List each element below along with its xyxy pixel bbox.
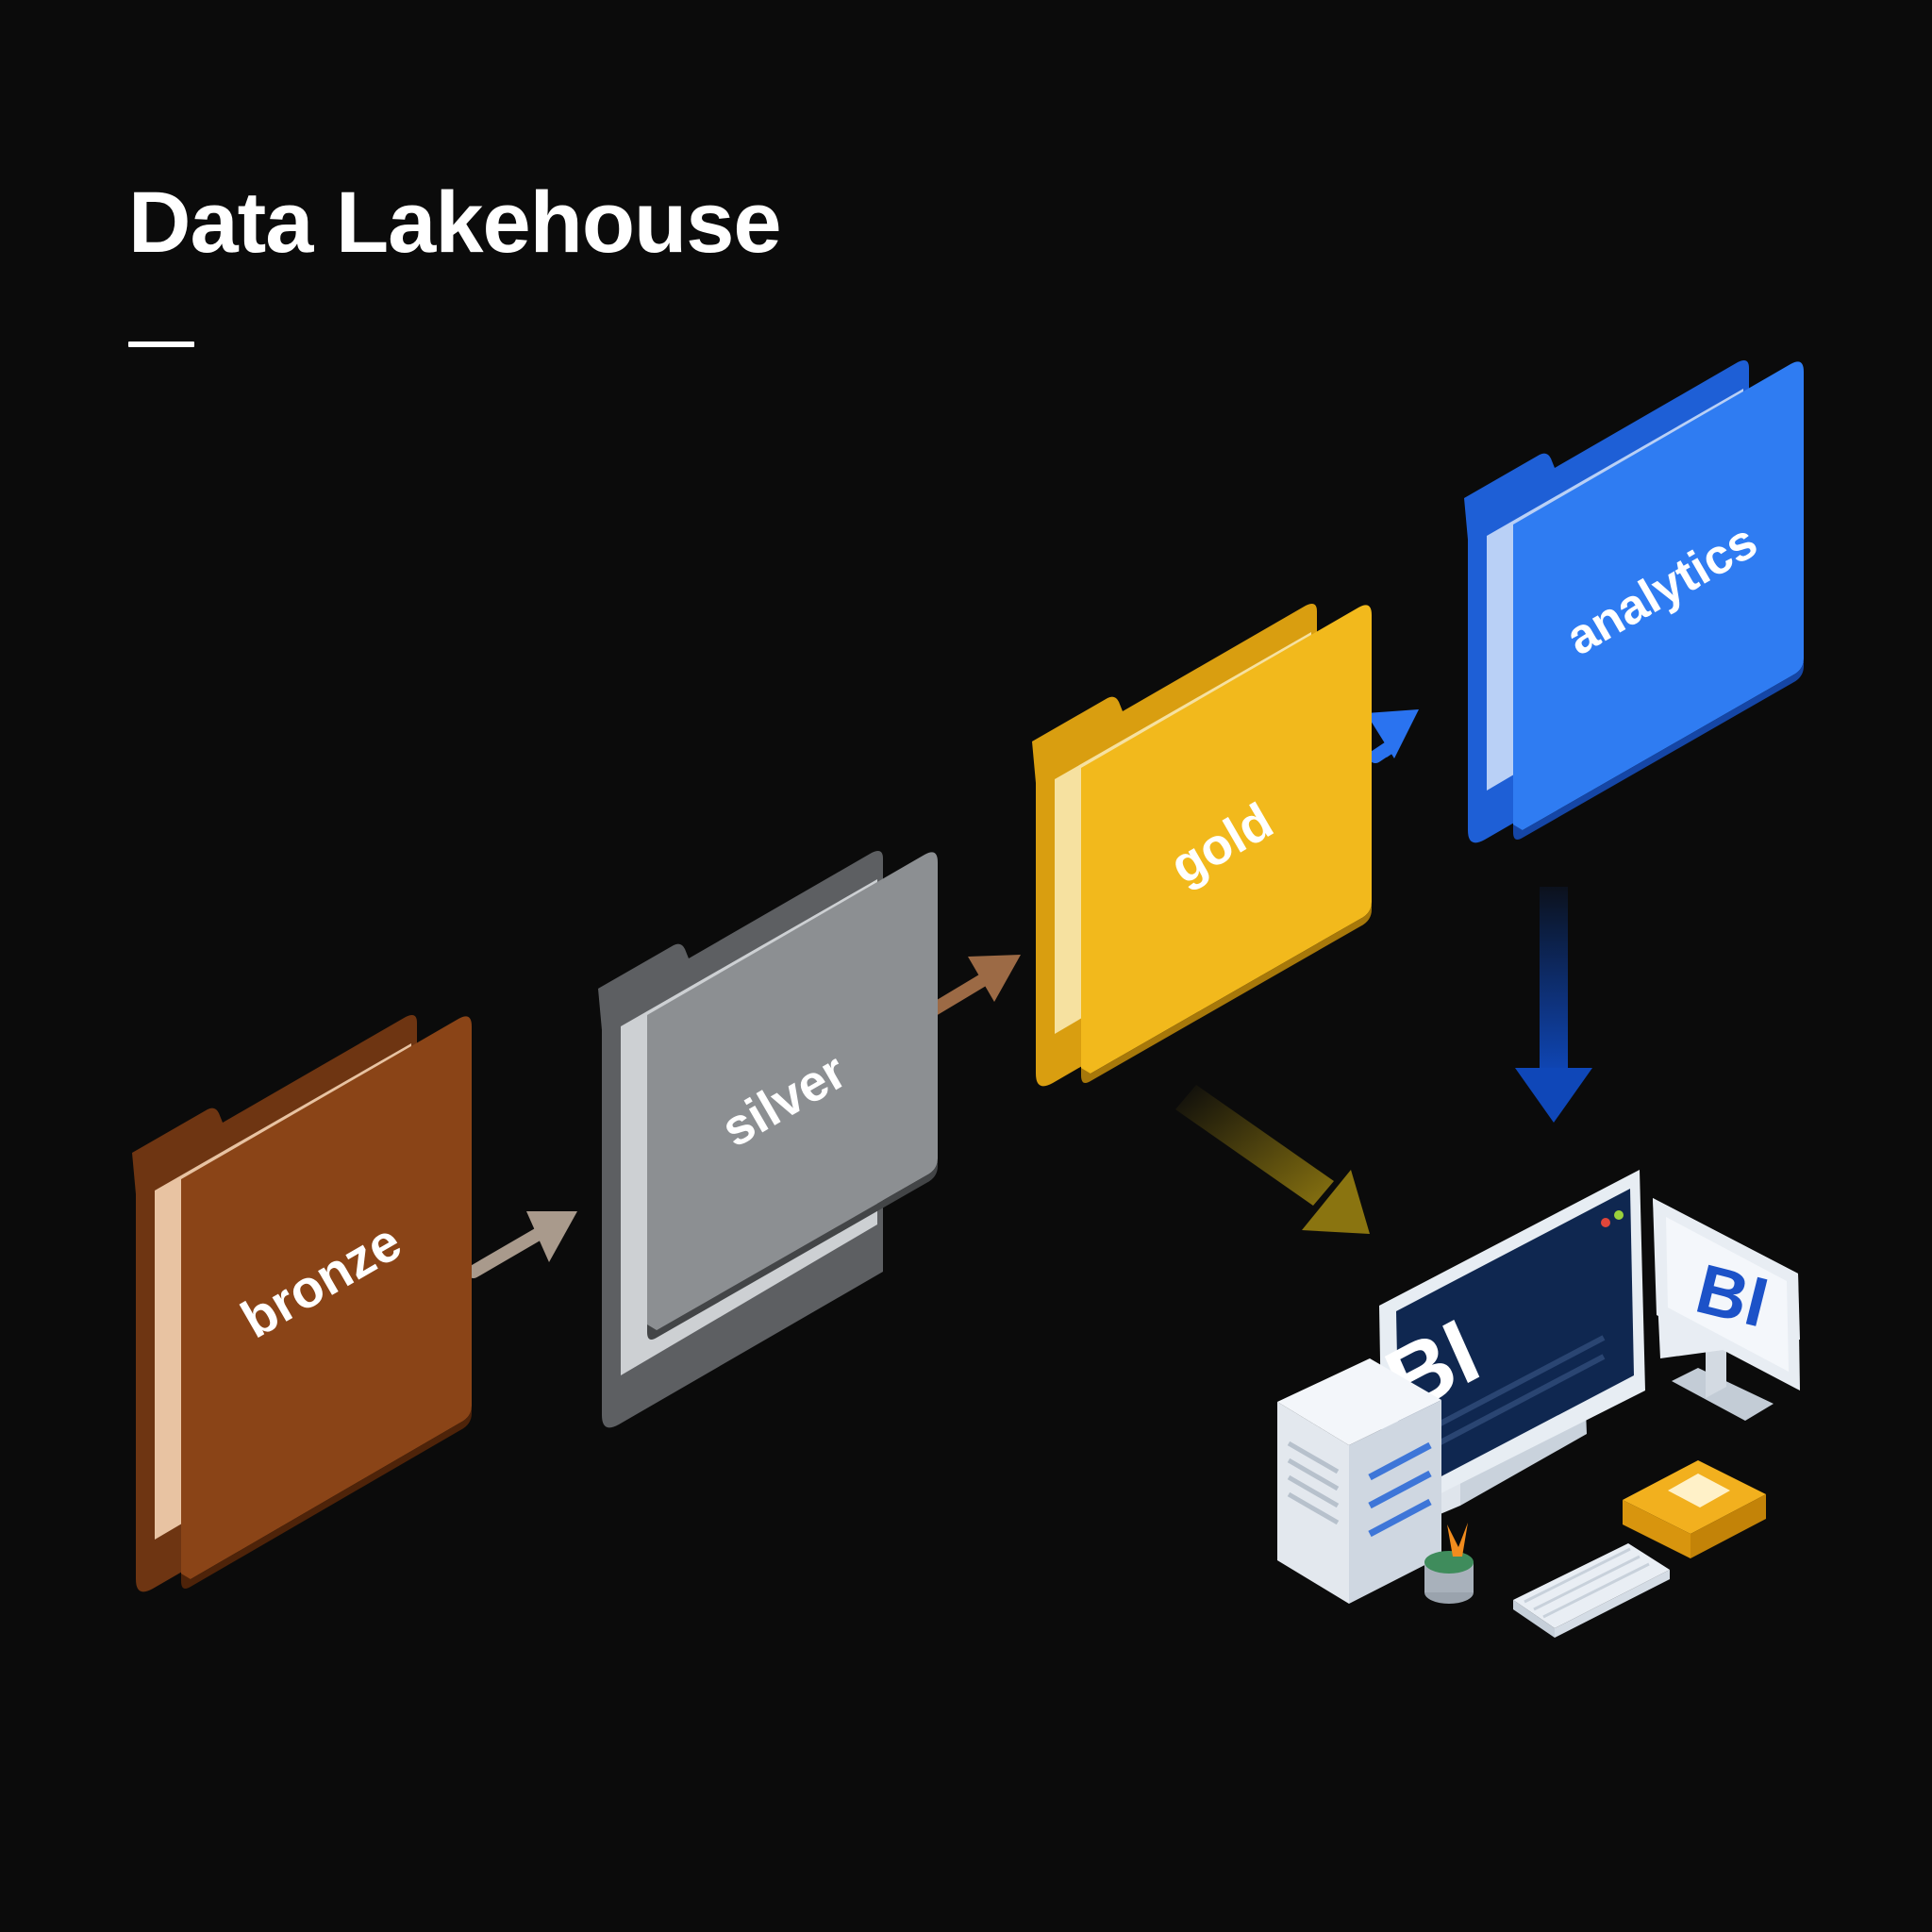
edge-gold-to-bi	[1175, 1085, 1370, 1234]
secondary-monitor-screen	[1666, 1217, 1789, 1372]
edge-silver-to-gold	[927, 955, 1021, 1016]
secondary-monitor: BI	[1653, 1198, 1800, 1421]
chip-icon	[1623, 1460, 1766, 1558]
folder-gold-front	[1081, 605, 1372, 1075]
server-icon	[1277, 1358, 1441, 1604]
folder-analytics[interactable]: analytics	[1464, 360, 1804, 843]
page-title: Data Lakehouse	[128, 175, 782, 271]
main-monitor: BI	[1372, 1170, 1645, 1523]
folder-analytics-front	[1513, 361, 1804, 832]
folder-bronze[interactable]: bronze	[132, 1015, 472, 1592]
folder-bronze-front	[181, 1016, 472, 1581]
folder-silver[interactable]: silver	[598, 851, 938, 1428]
title-underline	[128, 341, 194, 347]
folder-silver-front	[647, 852, 938, 1332]
edge-analytics-to-bi	[1515, 887, 1592, 1123]
bi-workstation[interactable]: BI BI	[1277, 1170, 1800, 1638]
folder-gold[interactable]: gold	[1032, 604, 1372, 1087]
edge-gold-to-analytics	[1366, 709, 1419, 763]
plant-cup-icon	[1424, 1523, 1474, 1604]
edge-bronze-to-silver	[467, 1211, 577, 1278]
keyboard-icon	[1513, 1543, 1670, 1638]
main-monitor-screen	[1396, 1189, 1634, 1498]
